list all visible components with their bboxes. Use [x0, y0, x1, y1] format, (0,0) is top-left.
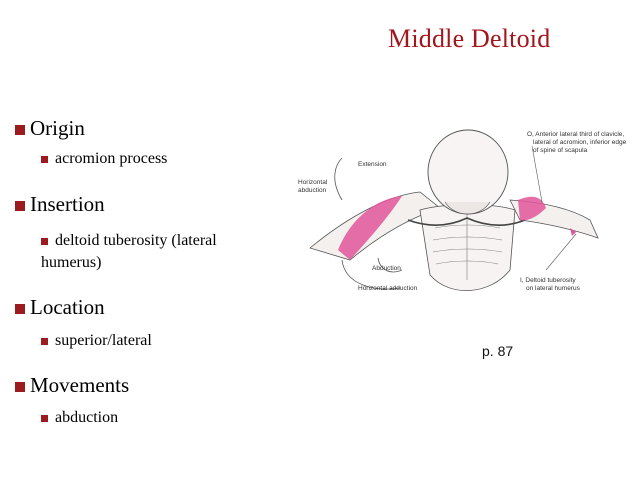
sub-bullet-origin: acromion process [41, 148, 167, 170]
left-deltoid-muscle [338, 196, 402, 260]
sub-bullet-text: humerus) [41, 254, 102, 271]
bullet-heading: Movements [30, 373, 130, 397]
bullet-marker [15, 125, 25, 135]
sub-bullet-location: superior/lateral [41, 330, 152, 352]
bullet-origin: Origin [15, 116, 85, 141]
extension-arrow [334, 157, 343, 201]
sub-bullet-text: deltoid tuberosity (lateral [55, 232, 217, 249]
insertion-note-2: on lateral humerus [526, 285, 581, 292]
sub-bullet-text: acromion process [55, 150, 168, 167]
clavicles [407, 217, 526, 226]
label-horizontal-adduction: Horizontal adduction [358, 285, 418, 292]
insertion-leader-line [545, 233, 577, 271]
label-horizontal-abduction-1: Horizontal [298, 179, 328, 186]
sub-bullet-marker [41, 415, 48, 422]
deltoid-illustration: Extension Horizontal abduction Abduction… [290, 120, 638, 310]
face [444, 201, 491, 215]
bullet-heading: Origin [30, 116, 85, 140]
bullet-heading: Insertion [30, 192, 105, 216]
origin-note-2: lateral of acromion, inferior edge [533, 139, 627, 146]
origin-leader-line [531, 145, 543, 203]
label-extension: Extension [358, 161, 387, 168]
bullet-marker [15, 304, 25, 314]
insertion-marker [570, 228, 576, 236]
bullet-marker [15, 382, 25, 392]
bullet-heading: Location [30, 295, 105, 319]
origin-note-3: of spine of scapula [533, 147, 588, 154]
sub-bullet-insertion: deltoid tuberosity (lateral [41, 230, 281, 252]
label-abduction: Abduction [372, 265, 401, 272]
bullet-list: Origin acromion process Insertion deltoi… [0, 0, 300, 479]
sub-bullet-marker [41, 156, 48, 163]
bullet-marker [15, 201, 25, 211]
bullet-insertion: Insertion [15, 192, 105, 217]
slide-title: Middle Deltoid [388, 24, 551, 53]
insertion-note-1: I, Deltoid tuberosity [520, 277, 576, 284]
sub-bullet-marker [41, 338, 48, 345]
bullet-location: Location [15, 295, 105, 320]
head [427, 129, 509, 215]
page-reference: p. 87 [482, 343, 514, 359]
sub-bullet-text: abduction [55, 409, 119, 426]
label-horizontal-abduction-2: abduction [298, 187, 327, 194]
sub-bullet-movements: abduction [41, 407, 118, 429]
bullet-movements: Movements [15, 373, 129, 398]
sub-bullet-marker [41, 238, 48, 245]
abduction-arrow [377, 257, 403, 273]
sub-bullet-insertion-cont: humerus) [41, 252, 101, 274]
ribs [432, 212, 503, 280]
sub-bullet-text: superior/lateral [55, 332, 152, 349]
anatomy-figure: Extension Horizontal abduction Abduction… [298, 129, 627, 292]
right-deltoid-muscle [518, 196, 546, 221]
origin-note-1: O, Anterior lateral third of clavicle, [527, 131, 624, 138]
adduction-arrow [341, 259, 401, 290]
